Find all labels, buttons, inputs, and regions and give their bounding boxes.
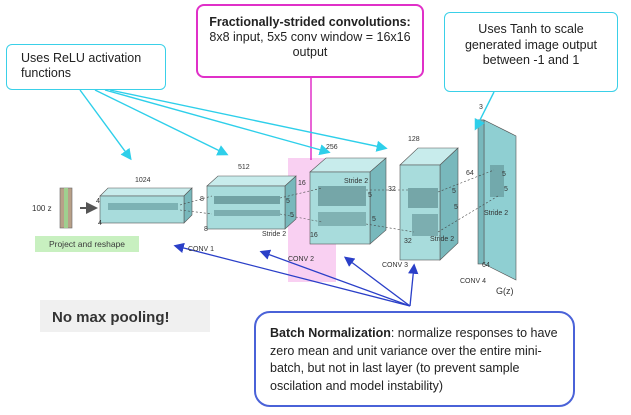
- block2-h: 8: [200, 196, 204, 203]
- kernel-lines: [179, 169, 499, 233]
- block5-stride: Stride 2: [484, 210, 509, 217]
- relu-callout: Uses ReLU activation functions: [6, 44, 166, 90]
- conv2-label: CONV 2: [288, 256, 315, 263]
- tanh-arrow: [474, 91, 495, 131]
- conv1-label: CONV 1: [188, 246, 215, 253]
- fractional-body: 8x8 input, 5x5 conv window = 16x16 outpu…: [209, 30, 411, 59]
- tanh-callout-text: Uses Tanh to scale generated image outpu…: [464, 22, 598, 67]
- block2-k1: 5: [286, 198, 290, 205]
- batchnorm-body: : normalize responses to have zero mean …: [270, 326, 558, 393]
- block4-k2: 5: [454, 204, 458, 211]
- block4-h: 32: [388, 186, 396, 193]
- project-reshape-label: Project and reshape: [35, 236, 139, 252]
- batchnorm-callout: Batch Normalization: normalize responses…: [254, 311, 575, 407]
- input-z-vector: [59, 187, 98, 229]
- block2-stride: Stride 2: [262, 231, 287, 238]
- block-512: [206, 175, 297, 230]
- block4-stride: Stride 2: [430, 236, 455, 243]
- output-gz-label: G(z): [496, 286, 514, 296]
- block4-w: 32: [404, 238, 412, 245]
- block2-w: 8: [204, 226, 208, 233]
- batchnorm-title: Batch Normalization: [270, 326, 391, 340]
- block3-h: 16: [298, 180, 306, 187]
- conv3-label: CONV 3: [382, 262, 409, 269]
- block3-stride: Stride 2: [344, 178, 369, 185]
- block3-k1: 5: [368, 192, 372, 199]
- block-1024: [99, 187, 193, 224]
- fractional-strided-callout: Fractionally-strided convolutions: 8x8 i…: [196, 4, 424, 78]
- block5-k1: 5: [502, 171, 506, 178]
- conv4-label: CONV 4: [460, 278, 487, 285]
- no-max-pooling-label: No max pooling!: [40, 300, 210, 332]
- block3-w: 16: [310, 232, 318, 239]
- block1-depth: 1024: [135, 177, 151, 184]
- block-3-output: [477, 119, 517, 281]
- relu-arrows: [79, 89, 388, 161]
- block2-k2: 5: [290, 212, 294, 219]
- block3-depth: 256: [326, 144, 338, 151]
- block5-depth: 3: [479, 104, 483, 111]
- block5-h: 64: [466, 170, 474, 177]
- block4-k1: 5: [452, 188, 456, 195]
- block-256: [309, 157, 387, 245]
- block5-k2: 5: [504, 186, 508, 193]
- block-128: [399, 147, 459, 261]
- batchnorm-arrows: [173, 242, 419, 307]
- block1-h: 4: [96, 198, 100, 205]
- fractional-title: Fractionally-strided convolutions:: [209, 15, 411, 29]
- relu-callout-text: Uses ReLU activation functions: [21, 51, 142, 80]
- block2-depth: 512: [238, 164, 250, 171]
- block3-k2: 5: [372, 216, 376, 223]
- block5-w: 64: [482, 262, 490, 269]
- block1-w: 4: [98, 220, 102, 227]
- block4-depth: 128: [408, 136, 420, 143]
- tanh-callout: Uses Tanh to scale generated image outpu…: [444, 12, 618, 92]
- input-z-label: 100 z: [32, 204, 52, 213]
